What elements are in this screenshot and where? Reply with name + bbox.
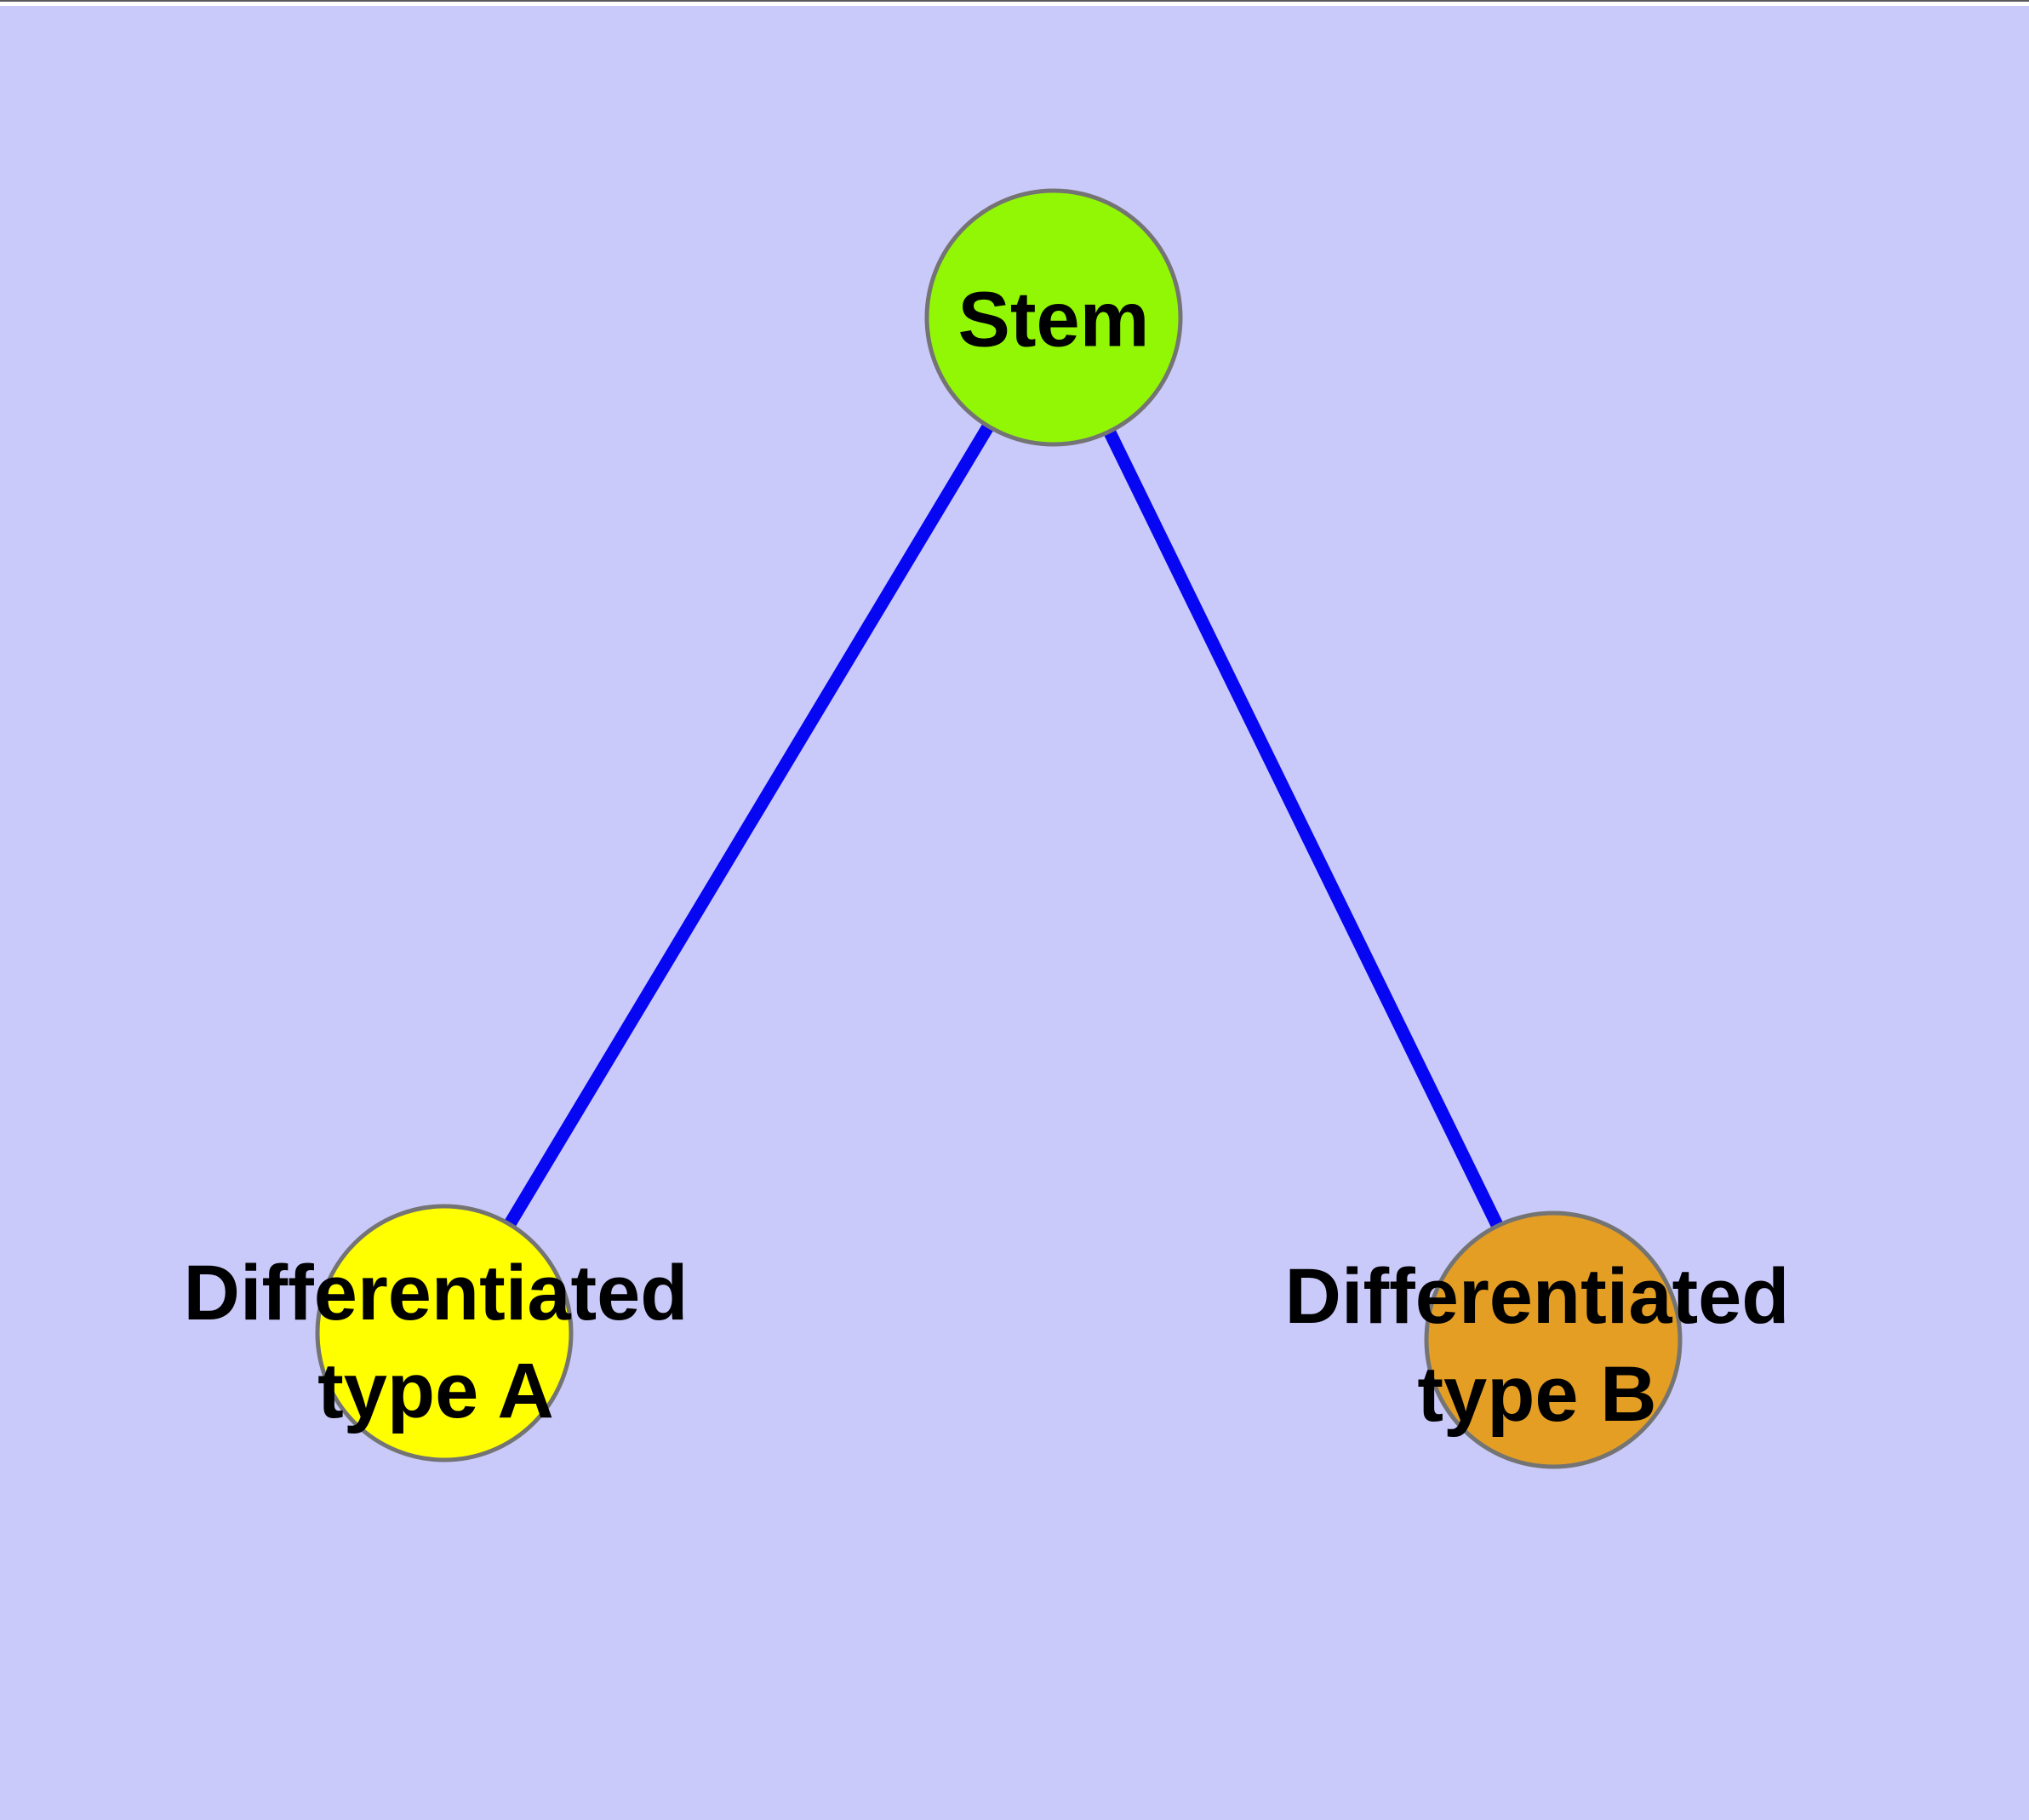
edge-stem-to-type-b xyxy=(1048,314,1559,1343)
screen-top-edge-strip xyxy=(0,0,2029,6)
node-stem-circle xyxy=(924,188,1183,447)
node-type-b-circle xyxy=(1424,1210,1683,1469)
node-type-a-circle xyxy=(315,1204,574,1462)
edge-stem-to-type-a xyxy=(438,314,1060,1336)
